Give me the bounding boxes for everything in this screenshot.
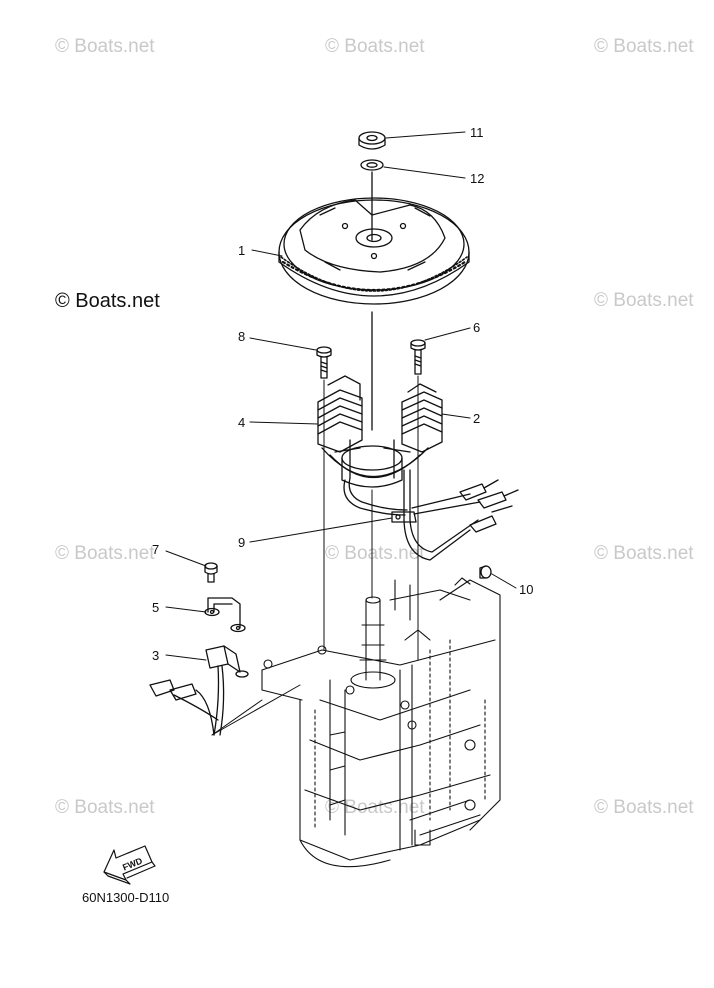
callout-11: 11: [470, 125, 484, 140]
watermark: © Boats.net: [594, 290, 694, 311]
part-bolt-8: [316, 346, 332, 379]
callout-2: 2: [473, 411, 480, 426]
watermark: © Boats.net: [325, 543, 425, 564]
assembly-guide-lines: [211, 375, 419, 736]
part-bolt-6: [410, 339, 426, 375]
part-clamp: [391, 511, 417, 523]
callout-10: 10: [519, 582, 533, 597]
callout-1: 1: [238, 243, 245, 258]
callout-4: 4: [238, 415, 245, 430]
callout-5: 5: [152, 600, 159, 615]
watermark: © Boats.net: [594, 36, 694, 57]
watermark: © Boats.net: [55, 543, 155, 564]
part-bracket: [204, 597, 246, 633]
part-washer: [360, 159, 384, 171]
watermark: © Boats.net: [55, 290, 160, 312]
callout-12: 12: [470, 171, 484, 186]
part-plug: [479, 565, 492, 579]
watermark: © Boats.net: [594, 543, 694, 564]
part-flywheel: [278, 197, 470, 305]
part-wire-harness: [343, 469, 519, 561]
part-nut: [358, 131, 386, 150]
callout-9: 9: [238, 535, 245, 550]
diagram-code: 60N1300-D110: [82, 890, 169, 905]
part-powerhead: [261, 577, 501, 868]
part-pulser-coil: [149, 645, 249, 736]
leader-lines: [165, 131, 517, 661]
callout-6: 6: [473, 320, 480, 335]
watermark: © Boats.net: [55, 797, 155, 818]
fwd-arrow-icon: [103, 845, 156, 885]
watermark: © Boats.net: [594, 797, 694, 818]
callout-3: 3: [152, 648, 159, 663]
part-screw: [204, 562, 218, 583]
callout-7: 7: [152, 542, 159, 557]
part-stator-assembly: [317, 375, 443, 488]
watermark: © Boats.net: [55, 36, 155, 57]
watermark: © Boats.net: [325, 36, 425, 57]
callout-8: 8: [238, 329, 245, 344]
